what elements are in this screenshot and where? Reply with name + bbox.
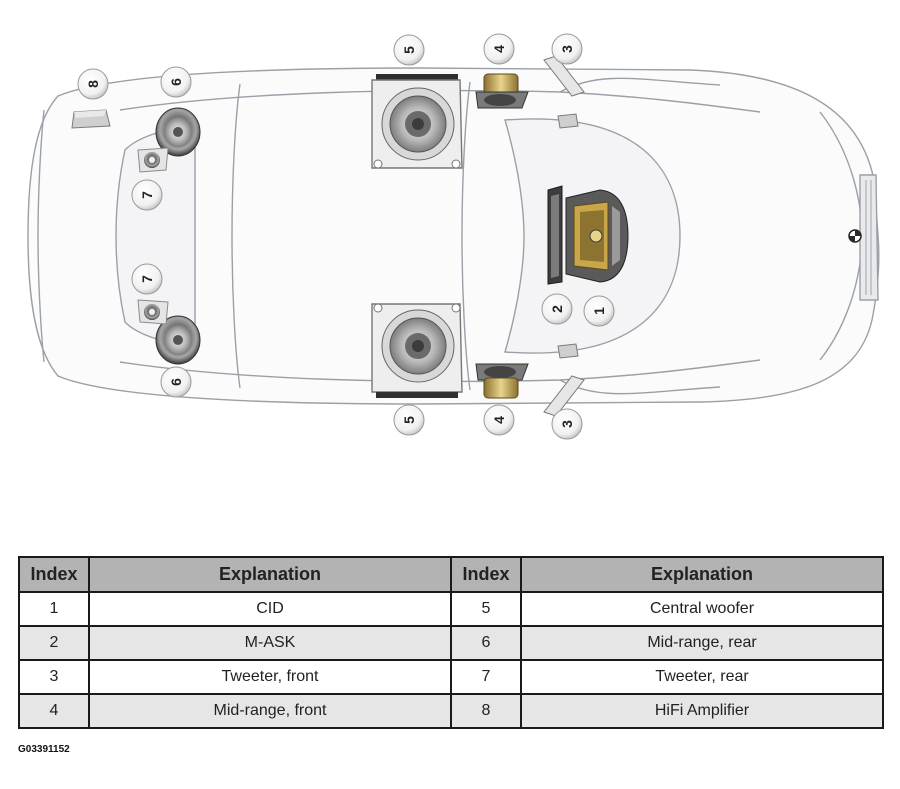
- cell-index: 7: [450, 659, 522, 695]
- header-index-2: Index: [450, 556, 522, 593]
- figure-code: G03391152: [18, 744, 70, 755]
- cell-explanation: Tweeter, front: [88, 659, 452, 695]
- rear-midrange-speaker-right: [155, 315, 201, 365]
- m-ask-unit: [547, 185, 563, 285]
- cell-explanation: Tweeter, rear: [520, 659, 884, 695]
- table-row: 1 CID 5 Central woofer: [18, 591, 884, 627]
- rear-tweeter-left: [137, 147, 169, 173]
- cell-index: 5: [450, 591, 522, 627]
- header-explanation-2: Explanation: [520, 556, 884, 593]
- cell-explanation: M-ASK: [88, 625, 452, 661]
- cell-explanation: HiFi Amplifier: [520, 693, 884, 729]
- front-tweeter-right: [543, 343, 585, 417]
- callout-5-left: 5: [393, 34, 425, 66]
- callout-6-right: 6: [160, 366, 192, 398]
- central-woofer-right: [371, 303, 463, 398]
- cell-explanation: Mid-range, rear: [520, 625, 884, 661]
- rear-tweeter-right: [137, 299, 169, 325]
- svg-text:8: 8: [85, 80, 101, 88]
- cid-display: [565, 189, 629, 283]
- svg-text:7: 7: [139, 191, 155, 199]
- hifi-amplifier: [71, 109, 111, 129]
- cell-index: 3: [18, 659, 90, 695]
- cell-index: 8: [450, 693, 522, 729]
- callout-7-left: 7: [131, 179, 163, 211]
- car-speaker-diagram: 1 2 3 3 4 4 5 5 6 6 7 7: [27, 33, 880, 440]
- svg-text:6: 6: [168, 78, 184, 86]
- cell-index: 4: [18, 693, 90, 729]
- front-tweeter-left: [543, 55, 585, 129]
- callout-8: 8: [77, 68, 109, 100]
- rear-midrange-speaker-left: [155, 107, 201, 157]
- table-header-row: Index Explanation Index Explanation: [18, 556, 884, 593]
- svg-text:5: 5: [401, 46, 417, 54]
- svg-text:1: 1: [591, 307, 607, 315]
- front-midrange-speaker-left: [475, 73, 529, 109]
- front-midrange-speaker-right: [475, 363, 529, 399]
- central-woofer-left: [371, 74, 463, 169]
- callout-6-left: 6: [160, 66, 192, 98]
- cell-explanation: Mid-range, front: [88, 693, 452, 729]
- callout-3-front-right: 3: [551, 408, 583, 440]
- cell-index: 6: [450, 625, 522, 661]
- svg-text:5: 5: [401, 416, 417, 424]
- svg-text:4: 4: [491, 416, 507, 424]
- header-explanation-1: Explanation: [88, 556, 452, 593]
- table-row: 2 M-ASK 6 Mid-range, rear: [18, 625, 884, 661]
- svg-text:3: 3: [559, 420, 575, 428]
- callout-4-front-left: 4: [483, 33, 515, 65]
- callout-2: 2: [541, 293, 573, 325]
- callout-3-front-left: 3: [551, 33, 583, 65]
- svg-text:6: 6: [168, 378, 184, 386]
- table-row: 4 Mid-range, front 8 HiFi Amplifier: [18, 693, 884, 729]
- brand-logo: [848, 229, 862, 243]
- cell-explanation: CID: [88, 591, 452, 627]
- svg-text:4: 4: [491, 45, 507, 53]
- cell-index: 1: [18, 591, 90, 627]
- callout-5-right: 5: [393, 404, 425, 436]
- svg-text:2: 2: [549, 305, 565, 313]
- cell-index: 2: [18, 625, 90, 661]
- callout-1: 1: [583, 295, 615, 327]
- callout-4-front-right: 4: [483, 404, 515, 436]
- svg-text:7: 7: [139, 275, 155, 283]
- svg-text:3: 3: [559, 45, 575, 53]
- cell-explanation: Central woofer: [520, 591, 884, 627]
- legend-table: Index Explanation Index Explanation 1 CI…: [18, 556, 884, 729]
- table-row: 3 Tweeter, front 7 Tweeter, rear: [18, 659, 884, 695]
- callout-7-right: 7: [131, 263, 163, 295]
- header-index-1: Index: [18, 556, 90, 593]
